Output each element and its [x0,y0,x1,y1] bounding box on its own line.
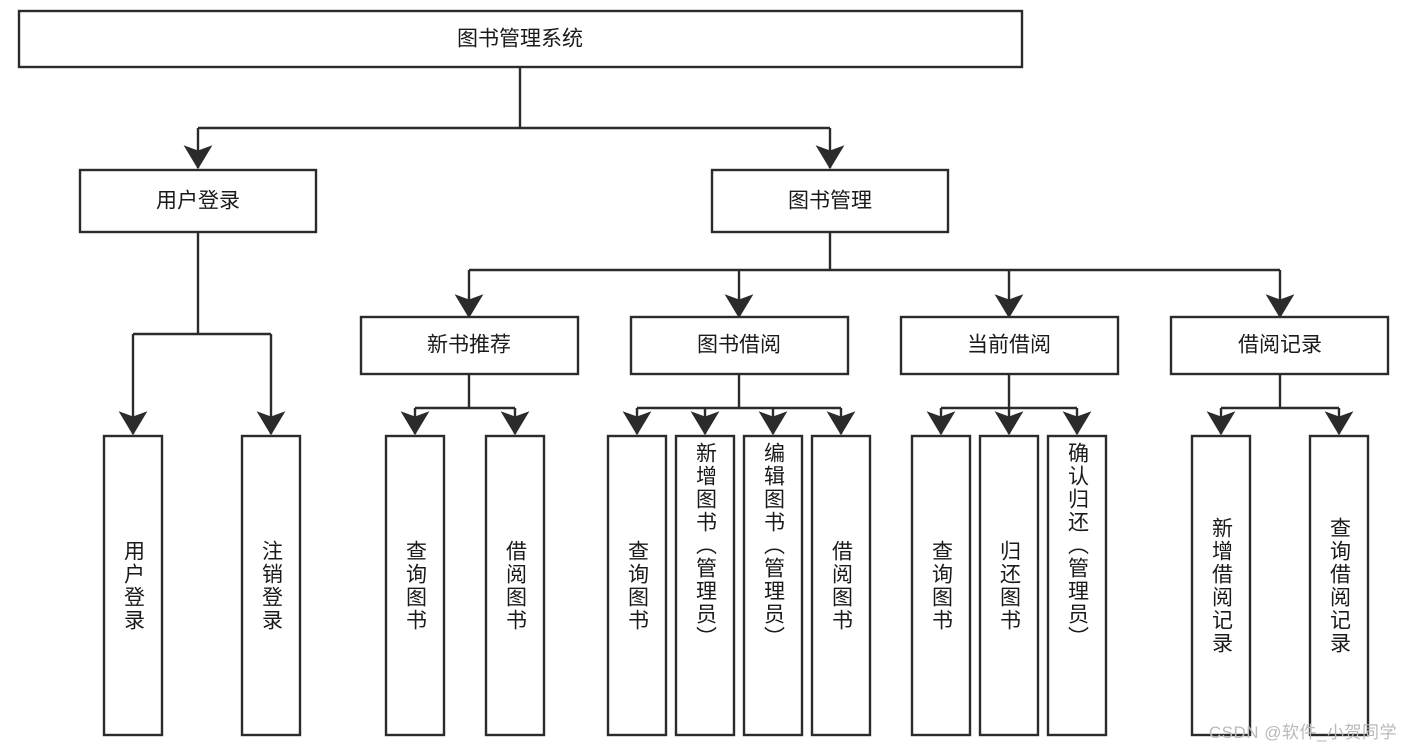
leaf-new-book-2-box[interactable] [484,434,546,737]
node-book-borrow-box[interactable] [629,315,850,376]
node-user-login-box[interactable] [78,168,318,234]
node-book-manage-box[interactable] [710,168,950,234]
leaf-user-login-1-box[interactable] [102,434,164,737]
leaf-current-borrow-1-box[interactable] [910,434,972,737]
node-book-manage-label: 图书管理 [788,190,872,213]
leaf-book-borrow-1-box[interactable] [606,434,668,737]
node-user-login-label: 用户登录 [156,190,240,213]
node-borrow-record-label: 借阅记录 [1238,334,1322,357]
leaf-book-borrow-3-box[interactable] [742,434,804,737]
leaf-current-borrow-3-box[interactable] [1046,434,1108,737]
node-current-borrow-label: 当前借阅 [967,334,1051,357]
leaf-book-borrow-4-box[interactable] [810,434,872,737]
leaf-current-borrow-2-box[interactable] [978,434,1040,737]
node-new-book-label: 新书推荐 [427,334,511,357]
leaf-user-login-2-box[interactable] [240,434,302,737]
node-borrow-record-box[interactable] [1169,315,1390,376]
node-root-label: 图书管理系统 [457,28,583,51]
node-root-box[interactable] [17,9,1024,69]
node-current-borrow-box[interactable] [899,315,1120,376]
node-book-borrow-label: 图书借阅 [697,334,781,357]
csdn-watermark: CSDN @软件_小贺同学 [1208,723,1397,742]
leaf-borrow-record-2-box[interactable] [1308,434,1370,737]
leaf-new-book-1-box[interactable] [384,434,446,737]
node-new-book-box[interactable] [359,315,580,376]
leaf-borrow-record-1-box[interactable] [1190,434,1252,737]
leaf-book-borrow-2-box[interactable] [674,434,736,737]
